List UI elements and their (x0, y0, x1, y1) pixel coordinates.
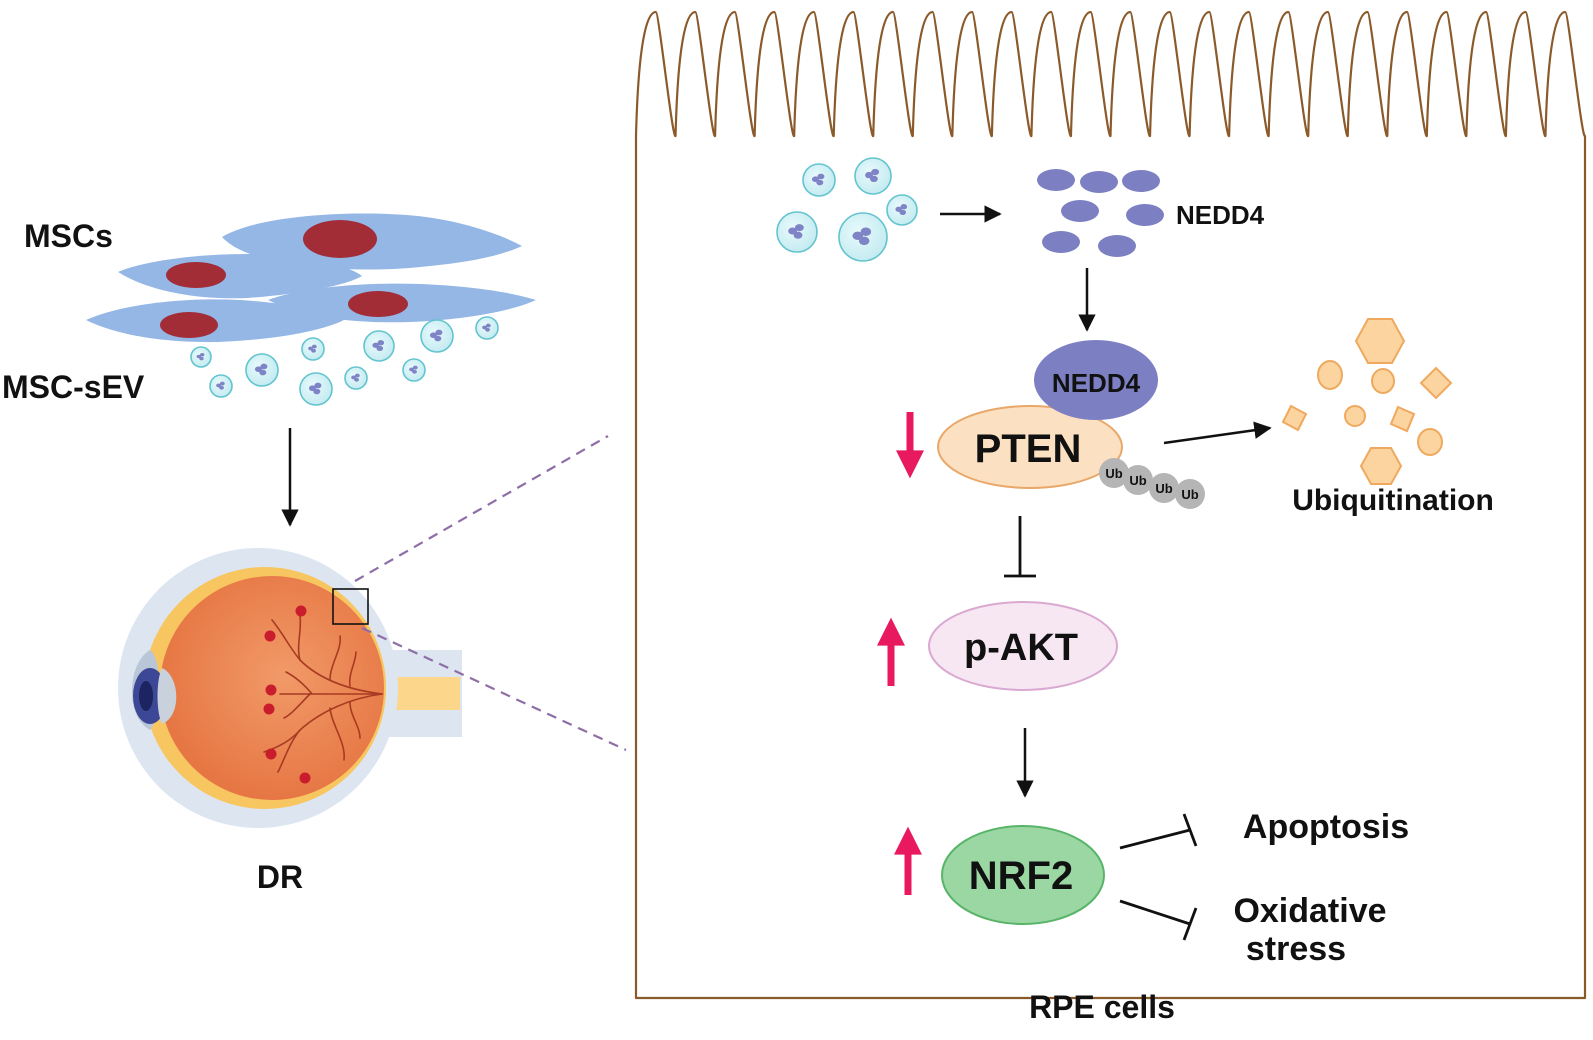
label-pakt: p-AKT (964, 627, 1078, 669)
vesicle (776, 211, 818, 253)
nedd4-bound-node (1034, 340, 1158, 420)
vesicle (209, 374, 233, 398)
vesicle (886, 194, 918, 226)
inhibition-pten-pakt (1004, 516, 1036, 578)
vesicle (838, 212, 888, 262)
zoom-line-top (354, 435, 609, 582)
label-stress: stress (1246, 930, 1346, 968)
vesicle (301, 337, 325, 361)
rpe-cell-membrane (634, 10, 1587, 1000)
msc-nucleus (348, 291, 408, 317)
pakt-node (928, 601, 1118, 691)
ub-label: Ub (1155, 481, 1172, 496)
ub-label: Ub (1105, 466, 1122, 481)
vesicle (344, 366, 368, 390)
nrf2-node (941, 825, 1105, 925)
arrow-to-degradation (1163, 421, 1272, 445)
label-nedd4: NEDD4 (1176, 200, 1265, 230)
msc-cells-group (86, 213, 536, 343)
label-mscs: MSCs (24, 218, 113, 254)
ub-label: Ub (1129, 473, 1146, 488)
vesicle (245, 353, 279, 387)
label-nrf2: NRF2 (969, 854, 1073, 898)
vesicle (475, 316, 499, 340)
retinal-hemorrhage-dots (263, 605, 311, 784)
label-rpe-cells: RPE cells (1029, 989, 1175, 1025)
label-nedd4-bound: NEDD4 (1052, 368, 1141, 398)
nedd4-particles (1037, 169, 1164, 257)
vesicle (402, 358, 426, 382)
msc-nucleus (303, 220, 377, 258)
ub-label: Ub (1181, 487, 1198, 502)
pten-node (937, 405, 1123, 489)
eye-illustration (118, 548, 462, 828)
inhibition-oxidative-stress (1119, 899, 1198, 941)
retinal-vessels (263, 615, 383, 773)
vesicle (363, 330, 395, 362)
lens (157, 668, 177, 724)
label-oxidative: Oxidative (1233, 892, 1386, 930)
vesicle (802, 163, 836, 197)
vesicle (190, 346, 212, 368)
zoom-line-bottom (361, 627, 627, 751)
ubiquitin-chain: Ub Ub Ub Ub (1099, 458, 1205, 509)
zoom-box (332, 588, 369, 625)
label-msc-sev: MSC-sEV (2, 369, 145, 405)
inhibition-apoptosis (1119, 813, 1198, 850)
msc-nucleus (160, 312, 218, 338)
msc-nucleus (166, 262, 226, 288)
optic-nerve (380, 677, 460, 710)
degradation-fragments (1281, 318, 1453, 485)
pupil (139, 681, 153, 711)
msc-sev-vesicles (190, 316, 499, 406)
label-ubiquitination: Ubiquitination (1292, 484, 1494, 517)
vesicle (299, 372, 333, 406)
sev-uptake-vesicles (776, 157, 918, 262)
label-apoptosis: Apoptosis (1243, 808, 1409, 846)
vesicle (420, 319, 454, 353)
vesicle (854, 157, 892, 195)
label-dr: DR (257, 859, 303, 895)
label-pten: PTEN (975, 427, 1082, 471)
